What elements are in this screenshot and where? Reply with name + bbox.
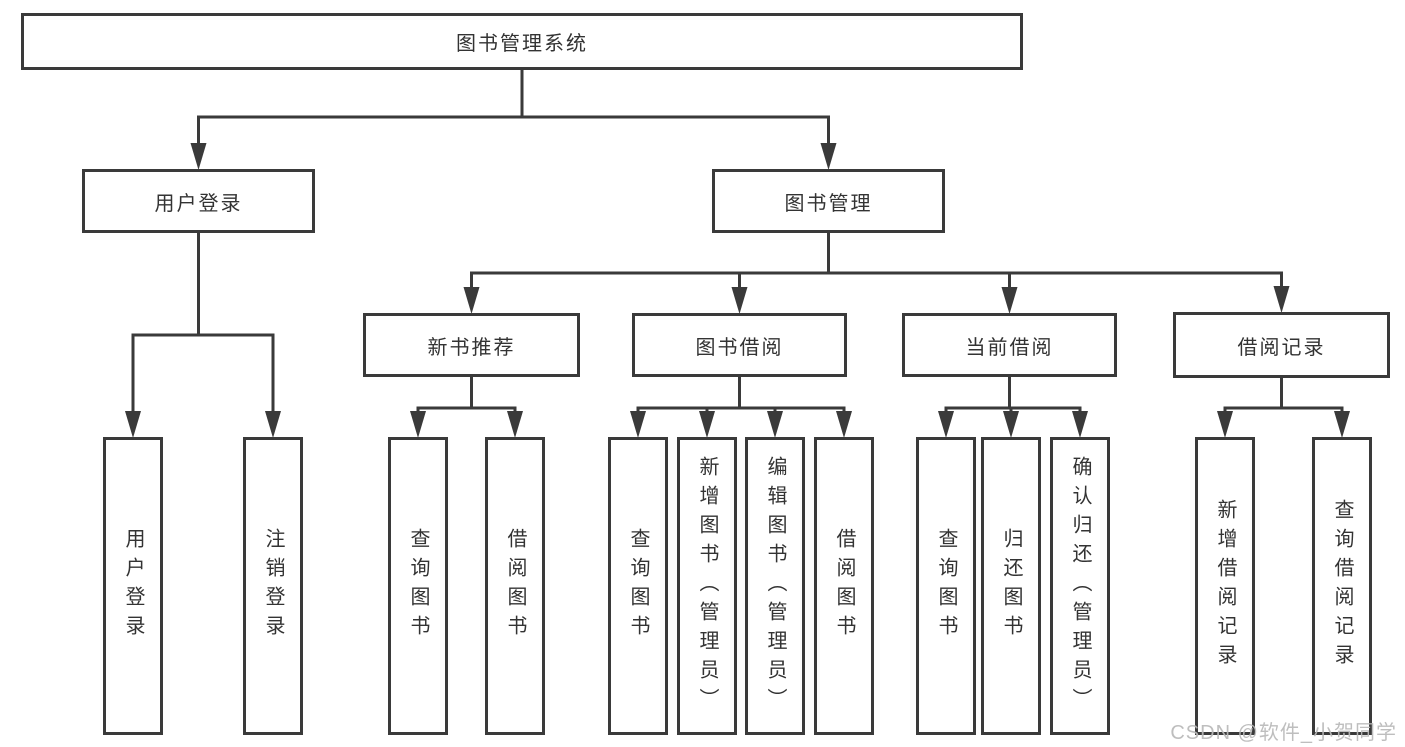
arrowhead-icon [1217, 411, 1233, 438]
node-cur-query: 查询图书 [916, 437, 976, 735]
arrowhead-icon [1273, 286, 1290, 313]
arrowhead-icon [630, 411, 646, 438]
node-label-root: 图书管理系统 [456, 33, 588, 55]
node-label-borrow-borrow: 借阅图书 [833, 528, 855, 644]
node-label-cur-query: 查询图书 [935, 528, 957, 644]
arrowhead-icon [1072, 411, 1088, 438]
arrowhead-icon [731, 287, 748, 314]
node-borrow-add: 新增图书（管理员） [677, 437, 737, 735]
node-mgmt: 图书管理 [712, 169, 945, 233]
arrowhead-icon [265, 411, 281, 438]
node-label-login-user: 用户登录 [122, 528, 144, 644]
node-login-user: 用户登录 [103, 437, 163, 735]
arrowhead-icon [410, 411, 426, 438]
arrowhead-icon [1334, 411, 1350, 438]
node-label-rb-add: 新增借阅记录 [1214, 499, 1236, 673]
arrowhead-icon [836, 411, 852, 438]
arrowhead-icon [767, 411, 783, 438]
arrowhead-icon [1001, 287, 1018, 314]
arrowhead-icon [190, 143, 207, 170]
node-borrow-edit: 编辑图书（管理员） [745, 437, 805, 735]
node-label-borrow-add: 新增图书（管理员） [696, 455, 718, 717]
node-rec: 新书推荐 [363, 313, 580, 377]
node-label-login: 用户登录 [154, 192, 243, 215]
node-login-logout: 注销登录 [243, 437, 303, 735]
arrowhead-icon [938, 411, 954, 438]
node-label-current: 当前借阅 [965, 336, 1054, 359]
node-label-rec: 新书推荐 [427, 336, 516, 359]
node-borrow-borrow: 借阅图书 [814, 437, 874, 735]
arrowhead-icon [820, 143, 837, 170]
node-cur-return: 归还图书 [981, 437, 1041, 735]
node-login: 用户登录 [82, 169, 315, 233]
node-rb-query: 查询借阅记录 [1312, 437, 1372, 735]
watermark: CSDN @软件_小贺同学 [1170, 722, 1397, 744]
node-root: 图书管理系统 [21, 13, 1023, 70]
arrowhead-icon [1003, 411, 1019, 438]
node-label-login-logout: 注销登录 [262, 528, 284, 644]
node-label-borrow-query: 查询图书 [627, 528, 649, 644]
node-label-records: 借阅记录 [1237, 336, 1326, 359]
node-borrow: 图书借阅 [632, 313, 847, 377]
node-label-borrow-edit: 编辑图书（管理员） [764, 455, 786, 717]
node-records: 借阅记录 [1173, 312, 1390, 378]
node-label-mgmt: 图书管理 [784, 192, 873, 215]
node-rec-borrow: 借阅图书 [485, 437, 545, 735]
node-label-rb-query: 查询借阅记录 [1331, 499, 1353, 673]
node-label-cur-return: 归还图书 [1000, 528, 1022, 644]
node-rb-add: 新增借阅记录 [1195, 437, 1255, 735]
node-label-rec-query: 查询图书 [407, 528, 429, 644]
node-label-borrow: 图书借阅 [695, 336, 784, 359]
node-borrow-query: 查询图书 [608, 437, 668, 735]
node-label-cur-confirm: 确认归还（管理员） [1069, 455, 1091, 717]
arrowhead-icon [125, 411, 141, 438]
node-label-rec-borrow: 借阅图书 [504, 528, 526, 644]
node-rec-query: 查询图书 [388, 437, 448, 735]
arrowhead-icon [507, 411, 523, 438]
node-cur-confirm: 确认归还（管理员） [1050, 437, 1110, 735]
arrowhead-icon [463, 287, 480, 314]
node-current: 当前借阅 [902, 313, 1117, 377]
arrowhead-icon [699, 411, 715, 438]
